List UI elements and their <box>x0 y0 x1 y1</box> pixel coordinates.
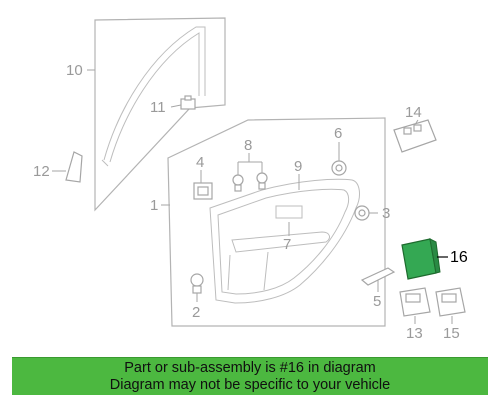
part-12-mirror-trim <box>65 151 83 183</box>
part-3-grommet <box>354 205 370 221</box>
callout-7: 7 <box>283 236 291 253</box>
banner-line-1: Part or sub-assembly is #16 in diagram <box>124 360 376 376</box>
callout-5: 5 <box>373 293 381 310</box>
part-6-cap <box>331 160 347 176</box>
banner-line-2: Diagram may not be specific to your vehi… <box>109 377 391 393</box>
door-panel-group <box>167 117 386 327</box>
part-13-switch <box>399 287 431 317</box>
callout-13: 13 <box>406 325 423 342</box>
callout-14: 14 <box>405 104 422 121</box>
callout-1: 1 <box>150 197 158 214</box>
info-banner: Part or sub-assembly is #16 in diagram D… <box>12 357 488 395</box>
callout-6: 6 <box>334 125 342 142</box>
callout-9: 9 <box>294 158 302 175</box>
callout-2: 2 <box>192 304 200 321</box>
callout-12: 12 <box>33 163 50 180</box>
part-16-module <box>401 238 441 280</box>
callout-10: 10 <box>66 62 83 79</box>
callout-16: 16 <box>450 249 468 266</box>
callout-8: 8 <box>244 137 252 154</box>
callout-4: 4 <box>196 154 204 171</box>
part-15-switch <box>435 287 466 317</box>
window-frame-panel <box>94 17 226 212</box>
part-11-bracket <box>180 95 196 110</box>
part-5-handle <box>360 267 396 286</box>
callout-3: 3 <box>382 205 390 222</box>
part-2-clip <box>190 273 204 294</box>
part-8-screws <box>232 172 268 192</box>
part-4-clip <box>193 182 213 200</box>
part-14-switch <box>393 119 437 153</box>
leader-lines <box>52 69 453 324</box>
callout-11: 11 <box>150 99 166 116</box>
callout-15: 15 <box>443 325 460 342</box>
